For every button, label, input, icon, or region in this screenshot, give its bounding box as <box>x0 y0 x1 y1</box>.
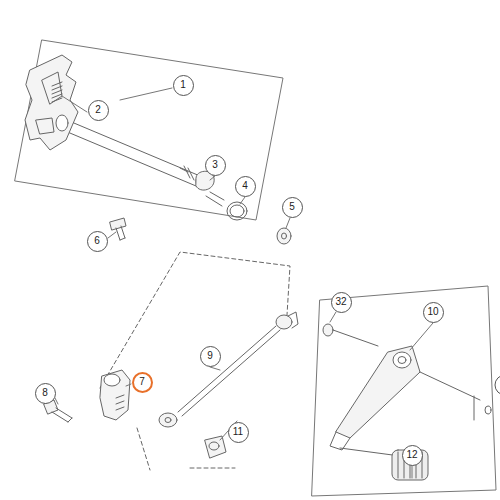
group-frame <box>15 40 283 220</box>
leader-line <box>330 312 336 322</box>
callout-number: 32 <box>331 292 352 313</box>
callout-number: 7 <box>132 372 153 393</box>
ball-joint <box>205 436 226 458</box>
callout-number: 6 <box>87 231 108 252</box>
leader-line <box>410 323 433 350</box>
shift-pedal <box>330 346 491 456</box>
leader-line <box>55 398 58 404</box>
spring <box>52 82 62 102</box>
assembly-line <box>100 252 290 470</box>
callout-number: 4 <box>235 176 256 197</box>
spring-clip <box>196 171 224 206</box>
leader-lines <box>55 88 433 478</box>
leader-line <box>108 232 116 238</box>
shift-shaft <box>25 55 202 187</box>
group-frame <box>312 286 496 496</box>
leader-line <box>126 384 131 386</box>
callout-number: 3 <box>205 155 226 176</box>
clamp-lever <box>100 370 130 420</box>
retaining-ring <box>227 202 247 220</box>
callout-number: 11 <box>228 422 249 443</box>
washer <box>277 228 291 244</box>
leader-line <box>286 218 290 228</box>
callout-number: 1 <box>173 75 194 96</box>
callout-number: 10 <box>423 302 444 323</box>
bolt <box>110 218 126 240</box>
callout-number: 12 <box>402 445 423 466</box>
callout-number: 9 <box>200 346 221 367</box>
leader-line <box>120 88 172 100</box>
leader-line <box>240 197 245 204</box>
leader-line <box>62 96 87 112</box>
callout-circle <box>495 375 500 395</box>
callout-number: 5 <box>282 197 303 218</box>
washer <box>323 324 378 346</box>
leader-line <box>210 176 215 180</box>
callout-number: 8 <box>35 383 56 404</box>
shift-rod <box>159 312 298 427</box>
leader-line <box>210 367 220 370</box>
callout-number: 2 <box>88 100 109 121</box>
leader-line <box>412 466 413 478</box>
